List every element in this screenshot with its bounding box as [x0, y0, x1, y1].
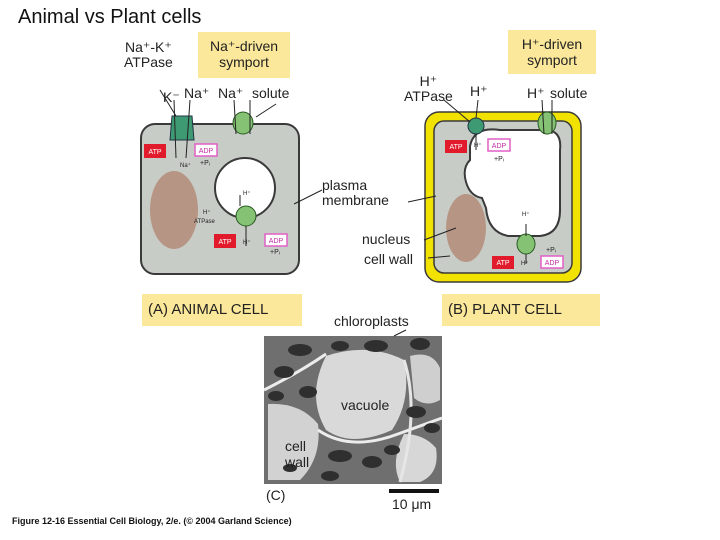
h-ion-solute-label: H⁺: [527, 85, 545, 101]
adp-badge-3-text: ADP: [492, 143, 507, 150]
h-small-label-5: H⁺: [522, 211, 530, 218]
pi-label-2: +Pᵢ: [270, 249, 280, 256]
atp-badge-4-text: ATP: [496, 260, 509, 267]
plant-cell-tag: (B) PLANT CELL: [442, 294, 600, 326]
adp-badge-1: [194, 143, 218, 157]
panel-c-label: (C): [266, 487, 286, 503]
adp-badge-2-text: ADP: [269, 238, 284, 245]
atp-badge-1-text: ATP: [148, 149, 161, 156]
na-driven-symport-box: Na⁺-driven symport: [198, 32, 290, 78]
figure-caption: Figure 12-16 Essential Cell Biology, 2/e…: [12, 516, 292, 526]
nucleus-label: nucleus: [362, 231, 411, 247]
na-k-atpase-protein: [169, 115, 195, 141]
scale-bar: [389, 489, 439, 493]
lysosome-h-atpase: [235, 205, 257, 227]
atp-badge-3-text: ATP: [449, 144, 462, 151]
adp-badge-4-text: ADP: [545, 260, 560, 267]
atp-badge-4: [492, 256, 514, 269]
plant-cell-label: (B) PLANT CELL: [448, 301, 562, 318]
chloroplasts-label: chloroplasts: [334, 313, 409, 329]
h-small-label-3: H⁺: [203, 209, 211, 216]
solute-label-2: solute: [550, 85, 588, 101]
na-symport-protein: [232, 111, 254, 135]
cell-wall-label: cell wall: [364, 251, 414, 267]
atp-badge-3: [445, 140, 467, 153]
micrograph: vacuole cell wall: [263, 336, 443, 484]
na-small-label: Na⁺: [180, 162, 191, 169]
adp-badge-2: [264, 233, 288, 247]
h-driven-symport-box: H⁺-driven symport: [508, 30, 596, 74]
vacuole-c-label: vacuole: [341, 397, 389, 413]
pi-label-3: +Pᵢ: [494, 156, 504, 163]
pi-label-4: +Pᵢ: [546, 247, 556, 254]
adp-badge-4: [540, 255, 564, 269]
vacuole-h-transporter: [516, 233, 536, 255]
h-small-label-6: H⁺: [521, 260, 529, 267]
atp-badge-2-text: ATP: [218, 239, 231, 246]
h-small-label-2: H⁺: [243, 239, 251, 246]
animal-cell-tag: (A) ANIMAL CELL: [142, 294, 302, 326]
h-atpase-small-label: ATPase: [194, 219, 216, 225]
plasma-membrane-label: plasma membrane: [322, 177, 389, 208]
cell-wall-c-line1: cell: [285, 438, 306, 454]
h-atpase-protein: [467, 117, 485, 135]
h-atpase-label: H⁺ ATPase: [404, 73, 453, 104]
scale-bar-label: 10 μm: [392, 496, 432, 512]
page-title: Animal vs Plant cells: [18, 6, 202, 28]
solute-label-1: solute: [252, 85, 290, 101]
animal-nucleus: [150, 171, 198, 249]
pi-label-1: +Pᵢ: [200, 160, 210, 167]
plant-nucleus: [446, 194, 486, 262]
cell-wall-c-line2: wall: [284, 454, 309, 470]
na-ion-label-2: Na⁺: [218, 85, 244, 101]
na-ion-label-1: Na⁺: [184, 85, 210, 101]
adp-badge-3: [487, 138, 511, 152]
adp-badge-1-text: ADP: [199, 148, 214, 155]
na-driven-symport-label: Na⁺-driven symport: [209, 38, 279, 70]
h-small-label-1: H⁺: [243, 190, 251, 197]
h-small-label-4: H⁺: [474, 142, 482, 149]
atp-badge-2: [214, 234, 236, 248]
animal-cell-label: (A) ANIMAL CELL: [148, 301, 269, 318]
h-symport-protein: [537, 111, 557, 135]
h-ion-top-label: H⁺: [470, 83, 488, 99]
atp-badge-1: [144, 144, 166, 158]
h-driven-symport-label: H⁺-driven symport: [521, 36, 583, 68]
na-k-atpase-label: Na⁺-K⁺ ATPase: [124, 39, 173, 70]
